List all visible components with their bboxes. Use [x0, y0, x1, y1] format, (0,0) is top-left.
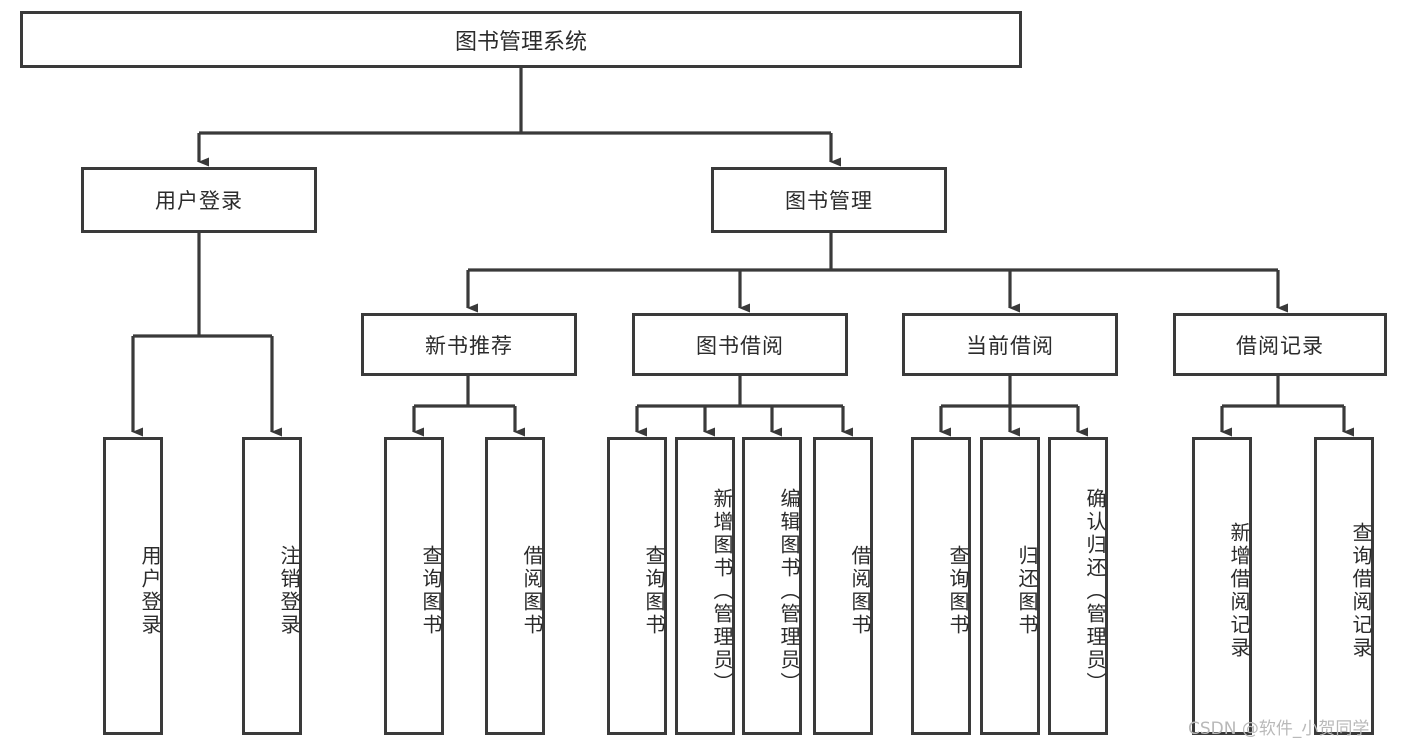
leaf-new-book-query[interactable]: 查询图书 — [384, 437, 444, 735]
node-label: 借阅图书 — [848, 545, 872, 637]
node-label: 编辑图书（管理员） — [777, 487, 801, 695]
node-label: 查询图书 — [642, 545, 666, 637]
leaf-book-borrow-borrow[interactable]: 借阅图书 — [813, 437, 873, 735]
leaf-borrow-record-add[interactable]: 新增借阅记录 — [1192, 437, 1252, 735]
node-label: 新书推荐 — [425, 333, 513, 358]
node-new-book-recommend[interactable]: 新书推荐 — [361, 313, 577, 376]
node-label: 借阅图书 — [520, 545, 544, 637]
leaf-current-borrow-confirm-return[interactable]: 确认归还（管理员） — [1048, 437, 1108, 735]
leaf-current-borrow-query[interactable]: 查询图书 — [911, 437, 971, 735]
node-user-login[interactable]: 用户登录 — [81, 167, 317, 233]
leaf-borrow-record-query[interactable]: 查询借阅记录 — [1314, 437, 1374, 735]
leaf-new-book-borrow[interactable]: 借阅图书 — [485, 437, 545, 735]
node-label: 注销登录 — [277, 545, 301, 637]
node-label: 图书借阅 — [696, 333, 784, 358]
node-label: 当前借阅 — [966, 333, 1054, 358]
node-label: 确认归还（管理员） — [1083, 487, 1107, 695]
node-label: 用户登录 — [155, 189, 243, 213]
node-label: 图书管理系统 — [454, 29, 587, 55]
node-book-management[interactable]: 图书管理 — [711, 167, 947, 233]
node-label: 查询借阅记录 — [1349, 522, 1373, 660]
node-label: 图书管理 — [785, 189, 873, 213]
leaf-user-login-login[interactable]: 用户登录 — [103, 437, 163, 735]
leaf-user-login-logout[interactable]: 注销登录 — [242, 437, 302, 735]
node-label: 查询图书 — [946, 545, 970, 637]
leaf-book-borrow-query[interactable]: 查询图书 — [607, 437, 667, 735]
leaf-current-borrow-return[interactable]: 归还图书 — [980, 437, 1040, 735]
node-label: 新增借阅记录 — [1227, 522, 1251, 660]
leaf-book-borrow-add[interactable]: 新增图书（管理员） — [675, 437, 735, 735]
node-current-borrow[interactable]: 当前借阅 — [902, 313, 1118, 376]
node-root-system[interactable]: 图书管理系统 — [20, 11, 1022, 68]
node-label: 归还图书 — [1015, 545, 1039, 637]
node-label: 借阅记录 — [1236, 333, 1324, 358]
node-label: 用户登录 — [138, 545, 162, 637]
leaf-book-borrow-edit[interactable]: 编辑图书（管理员） — [742, 437, 802, 735]
node-label: 新增图书（管理员） — [710, 487, 734, 695]
node-borrow-record[interactable]: 借阅记录 — [1173, 313, 1387, 376]
node-label: 查询图书 — [419, 545, 443, 637]
node-book-borrow[interactable]: 图书借阅 — [632, 313, 848, 376]
